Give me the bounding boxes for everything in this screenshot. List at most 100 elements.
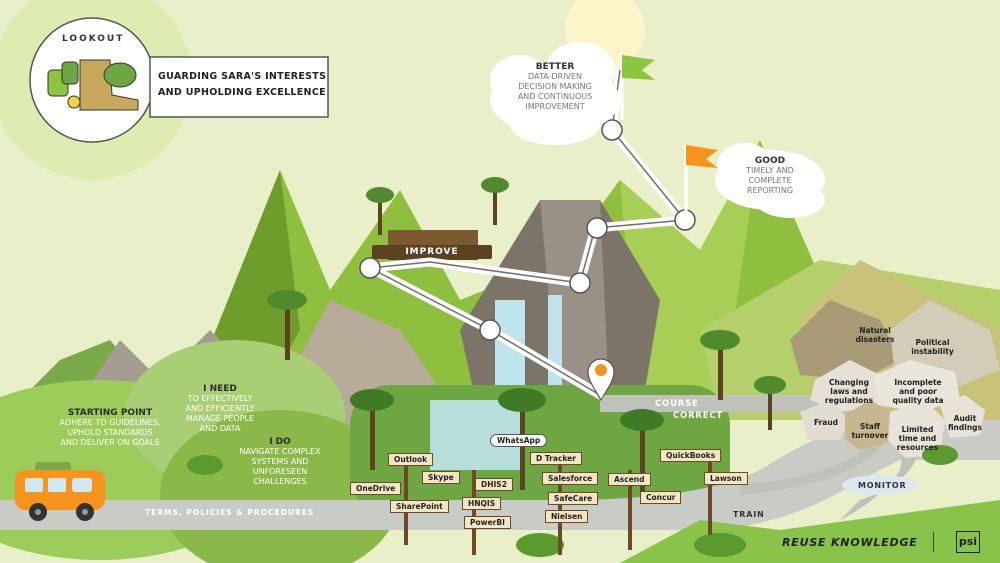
tool-sign-lawson: Lawson bbox=[704, 472, 748, 485]
psi-logo: psi bbox=[956, 531, 980, 553]
tool-sign-outlook: Outlook bbox=[388, 453, 434, 466]
course-correct-label: COURSE CORRECT bbox=[655, 398, 723, 422]
section-line: SYSTEMS AND bbox=[251, 457, 309, 466]
rock-natural-disasters bbox=[790, 300, 900, 380]
course-correct-line: CORRECT bbox=[673, 411, 723, 421]
flag-better-icon bbox=[622, 55, 655, 80]
course-correct-line: COURSE bbox=[655, 399, 699, 409]
section-line: CHALLENGES bbox=[253, 477, 307, 486]
path-node bbox=[569, 272, 591, 294]
milestone-better-line: AND CONTINUOUS bbox=[517, 92, 593, 101]
risk-staff-turnover: Staff turnover bbox=[845, 422, 895, 440]
rock-staff-turnover bbox=[845, 400, 895, 450]
section-line: AND EFFICIENTLY bbox=[185, 404, 255, 413]
cloud-good bbox=[715, 143, 825, 218]
section-line: AND DELIVER ON GOALS bbox=[60, 438, 160, 447]
risk-limited-time: Limited time and resources bbox=[890, 425, 945, 452]
risk-line: instability bbox=[911, 347, 954, 356]
tool-sign-skype: Skype bbox=[422, 471, 460, 484]
milestone-good-line: REPORTING bbox=[746, 186, 794, 195]
path-node bbox=[359, 257, 381, 279]
risk-line: Changing bbox=[829, 378, 869, 387]
improve-label: IMPROVE bbox=[405, 247, 459, 257]
section-line: MANAGE PEOPLE bbox=[186, 414, 254, 423]
flag-good-icon bbox=[686, 145, 718, 168]
risk-line: resources bbox=[896, 443, 939, 452]
journey-path bbox=[359, 65, 696, 400]
risk-line: Natural bbox=[859, 326, 891, 335]
page-title-line2: AND UPHOLDING EXCELLENCE bbox=[158, 87, 326, 98]
tool-sign-concur: Concur bbox=[640, 491, 682, 504]
page-title-line1: GUARDING SARA'S INTERESTS bbox=[158, 71, 327, 82]
risk-line: Political bbox=[915, 338, 950, 347]
section-line: UNFORESEEN bbox=[252, 467, 308, 476]
improve-plank bbox=[372, 245, 492, 259]
tool-sign-nielsen: Nielsen bbox=[545, 510, 589, 523]
section-title: I NEED bbox=[203, 384, 237, 394]
risk-line: time and bbox=[898, 434, 937, 443]
tool-sign-powerbi: PowerBI bbox=[464, 516, 511, 529]
title-box bbox=[149, 56, 329, 118]
path-node bbox=[479, 319, 501, 341]
milestone-better-line: IMPROVEMENT bbox=[525, 102, 585, 111]
risk-line: findings bbox=[947, 423, 982, 432]
milestone-better-line: DECISION MAKING bbox=[518, 82, 592, 91]
tool-sign-dtracker: D Tracker bbox=[530, 452, 582, 465]
tool-sign-quickbooks: QuickBooks bbox=[660, 449, 722, 462]
tool-sign-sharepoint: SharePoint bbox=[390, 500, 449, 513]
rock-limited-time bbox=[888, 400, 945, 458]
van-icon bbox=[15, 462, 105, 521]
section-title: I DO bbox=[269, 437, 291, 447]
section-line: AND DATA bbox=[199, 424, 241, 433]
rock-fraud bbox=[800, 400, 850, 440]
risk-line: Incomplete bbox=[894, 378, 942, 387]
boot-binoculars-icon bbox=[47, 59, 139, 111]
risk-incomplete-data: Incomplete and poor quality data bbox=[883, 378, 953, 405]
milestone-good-title: GOOD bbox=[754, 156, 786, 166]
risk-line: and poor bbox=[899, 387, 937, 396]
path-node bbox=[601, 119, 623, 141]
section-starting-point: STARTING POINT ADHERE TO GUIDELINES, UPH… bbox=[30, 408, 190, 448]
tool-sign-onedrive: OneDrive bbox=[350, 482, 402, 495]
risk-line: Fraud bbox=[813, 418, 839, 427]
lookout-label: LOOKOUT bbox=[62, 34, 125, 44]
rock-audit-findings bbox=[940, 395, 985, 438]
tool-sign-whatsapp: WhatsApp bbox=[490, 434, 548, 447]
section-i-need: I NEED TO EFFECTIVELY AND EFFICIENTLY MA… bbox=[165, 384, 275, 434]
milestone-good-line: COMPLETE bbox=[748, 176, 792, 185]
road-branch bbox=[739, 436, 884, 495]
risk-line: Limited bbox=[901, 425, 934, 434]
section-line: UPHOLD STANDARDS bbox=[67, 428, 153, 437]
path-node bbox=[586, 217, 608, 239]
tool-sign-ascend: Ascend bbox=[608, 473, 651, 486]
road bbox=[0, 420, 1000, 530]
risk-political-instability: Political instability bbox=[905, 338, 960, 356]
risk-line: regulations bbox=[824, 396, 874, 405]
section-line: TO EFFECTIVELY bbox=[187, 394, 253, 403]
milestone-better-title: BETTER bbox=[535, 62, 575, 72]
waterfall-small bbox=[548, 295, 562, 405]
milestone-good-line: TIMELY AND bbox=[746, 166, 794, 175]
risk-natural-disasters: Natural disasters bbox=[850, 326, 900, 344]
rock-changing-laws bbox=[810, 360, 885, 412]
tool-sign-hnqis: HNQIS bbox=[462, 497, 502, 510]
milestone-good: GOOD TIMELY AND COMPLETE REPORTING bbox=[730, 156, 810, 196]
rock-incomplete-data bbox=[875, 360, 960, 412]
risk-line: quality data bbox=[892, 396, 944, 405]
train-label: TRAIN bbox=[733, 510, 765, 519]
location-pin-icon bbox=[587, 358, 615, 402]
terms-label: TERMS, POLICIES & PROCEDURES bbox=[145, 508, 315, 517]
tool-sign-safecare: SafeCare bbox=[548, 492, 599, 505]
road-loop bbox=[600, 395, 920, 520]
cloud-better bbox=[490, 42, 620, 145]
section-line: ADHERE TO GUIDELINES, bbox=[59, 418, 161, 427]
monitor-label: MONITOR bbox=[858, 481, 907, 490]
milestone-better: BETTER DATA-DRIVEN DECISION MAKING AND C… bbox=[505, 62, 605, 112]
milestone-better-line: DATA-DRIVEN bbox=[528, 72, 582, 81]
risk-line: Staff bbox=[859, 422, 881, 431]
risk-line: disasters bbox=[855, 335, 895, 344]
section-i-do: I DO NAVIGATE COMPLEX SYSTEMS AND UNFORE… bbox=[225, 437, 335, 487]
